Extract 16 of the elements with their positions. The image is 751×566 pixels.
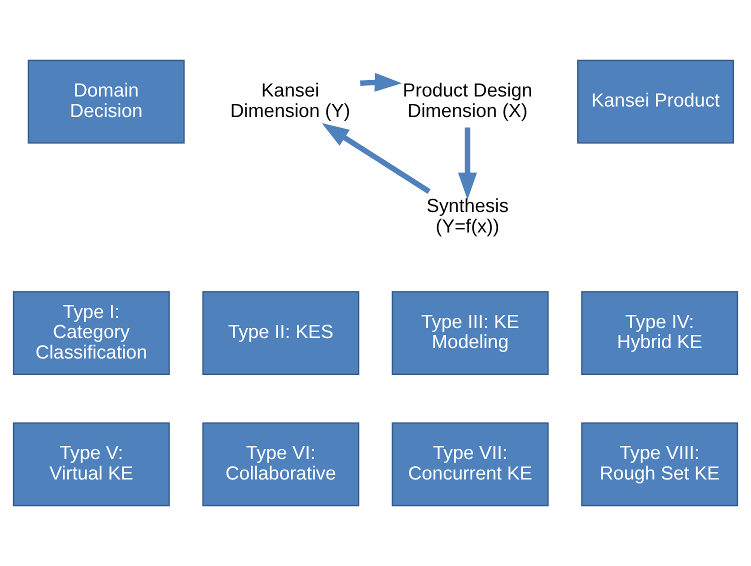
node-box: Type VI: Collaborative [202,422,360,506]
arrow [360,72,402,92]
node-box: Type IV: Hybrid KE [581,291,738,376]
node-box: Type III: KE Modeling [392,291,549,376]
node-box: Kansei Product [577,60,734,144]
node-text: Product Design Dimension (X) [402,80,532,122]
arrow [322,123,431,194]
node-box: Type V: Virtual KE [12,422,170,506]
node-text: Synthesis (Y=f(x)) [426,196,509,238]
node-text: Kansei Dimension (Y) [230,80,350,122]
node-box: Domain Decision [28,60,185,144]
node-box: Type II: KES [202,291,360,376]
arrow [458,128,477,200]
node-box: Type I: Category Classification [12,291,170,376]
node-box: Type VII: Concurrent KE [392,422,549,506]
node-box: Type VIII: Rough Set KE [581,422,738,506]
